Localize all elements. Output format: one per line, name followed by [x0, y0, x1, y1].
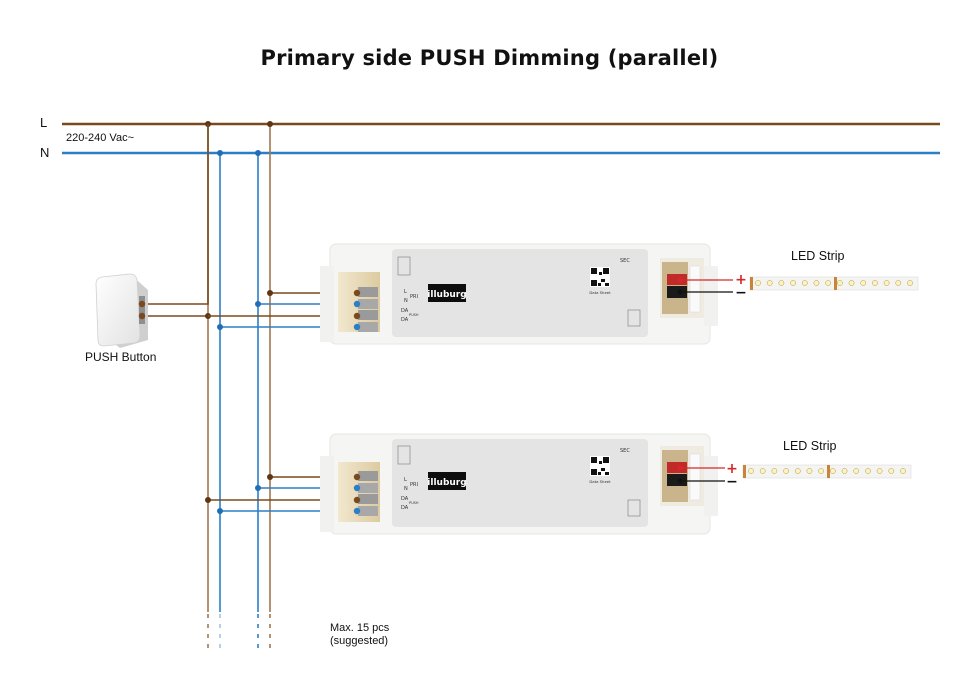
led-driver-2[interactable]: L N DA DA PRI SEC PUSH illuburg Data She…	[320, 433, 718, 535]
led-chip	[829, 468, 836, 474]
led-chip	[759, 468, 766, 474]
led-chip	[900, 468, 906, 474]
neutral-label: N	[40, 145, 50, 160]
push-diagram-label: PUSH	[409, 501, 419, 505]
push-diagram-label: PUSH	[409, 313, 419, 317]
junction-dot	[255, 150, 261, 156]
certification-mark-icon	[627, 499, 641, 517]
terminal-clamps	[358, 471, 378, 516]
led-strip-label-1: LED Strip	[791, 249, 845, 263]
certification-mark-icon	[397, 256, 411, 276]
brand-logo-text: illuburg	[427, 290, 466, 300]
output-minus-sign: −	[726, 474, 738, 490]
output-plus-sign: +	[726, 461, 738, 477]
brand-logo	[428, 472, 466, 490]
solder-pad	[834, 277, 837, 290]
output-plus-terminal	[667, 274, 687, 285]
led-chip	[748, 468, 754, 474]
junction-dot	[267, 121, 273, 127]
led-chip	[801, 280, 808, 286]
pri-terminal-label: DA	[401, 505, 409, 511]
pri-terminal-label: N	[404, 486, 408, 492]
brand-logo-text: illuburg	[427, 478, 466, 488]
voltage-label: 220-240 Vac~	[66, 132, 134, 144]
led-chip	[825, 280, 832, 286]
driver-label-panel	[392, 439, 648, 527]
max-quantity-line2: (suggested)	[330, 635, 389, 647]
brand-logo	[428, 284, 466, 302]
led-chip	[883, 280, 890, 286]
wall-push-switch-icon[interactable]	[95, 273, 148, 348]
max-quantity-note: Max. 15 pcs (suggested)	[330, 622, 389, 648]
pri-terminal-label: N	[404, 298, 408, 304]
qr-caption: Data Sheet	[589, 479, 611, 484]
led-strip-2	[742, 464, 912, 479]
certification-mark-icon	[627, 309, 641, 327]
max-quantity-line1: Max. 15 pcs	[330, 622, 390, 634]
led-chip	[907, 280, 913, 286]
driver-1-output-wires: + −	[677, 272, 747, 301]
pri-terminal-label: DA	[401, 496, 409, 502]
solder-pad	[827, 465, 830, 478]
push-feed-wire	[142, 124, 209, 305]
driver-label-panel	[392, 249, 648, 337]
diagram-title: Primary side PUSH Dimming (parallel)	[260, 46, 719, 70]
terminal-clamps	[358, 287, 378, 332]
led-chip	[888, 468, 895, 474]
output-plus-terminal	[667, 462, 687, 473]
output-minus-sign: −	[735, 285, 747, 301]
output-minus-terminal	[667, 286, 687, 298]
pri-label: PRI	[410, 482, 418, 488]
vertical-bus	[207, 124, 271, 650]
led-chip	[853, 468, 860, 474]
led-chip	[848, 280, 855, 286]
led-driver-1[interactable]: L N DA DA PRI SEC PUSH illuburg Data She…	[320, 243, 718, 345]
qr-code-icon	[590, 267, 610, 287]
qr-caption: Data Sheet	[589, 290, 611, 295]
pri-terminal-label: L	[404, 477, 407, 483]
sec-label: SEC	[620, 258, 630, 264]
pri-label: PRI	[410, 294, 418, 300]
led-chip	[865, 468, 871, 474]
led-chip	[872, 280, 878, 286]
led-strip-1	[749, 276, 919, 291]
certification-mark-icon	[397, 445, 411, 465]
led-chip	[895, 280, 902, 286]
led-strip-label-2: LED Strip	[783, 439, 837, 453]
pri-terminal-label: L	[404, 289, 407, 295]
push-button-label: PUSH Button	[85, 350, 157, 364]
driver-2-output-wires: + −	[677, 461, 738, 490]
led-chip	[771, 468, 778, 474]
qr-code-icon	[590, 456, 610, 476]
led-chip	[841, 468, 848, 474]
output-plus-sign: +	[735, 272, 747, 288]
led-chip	[766, 280, 773, 286]
led-chip	[813, 280, 820, 286]
led-chip	[783, 468, 789, 474]
led-chip	[794, 468, 801, 474]
solder-pad	[750, 277, 753, 290]
sec-label: SEC	[620, 448, 630, 454]
junction-dot	[217, 150, 223, 156]
led-chip	[876, 468, 883, 474]
led-chip	[790, 280, 796, 286]
solder-pad	[743, 465, 746, 478]
led-chip	[860, 280, 867, 286]
led-chip	[818, 468, 825, 474]
output-minus-terminal	[667, 474, 687, 486]
led-chip	[806, 468, 813, 474]
led-chip	[778, 280, 785, 286]
pri-terminal-label: DA	[401, 308, 409, 314]
led-chip	[836, 280, 843, 286]
line-label: L	[40, 115, 48, 130]
pri-terminal-label: DA	[401, 317, 409, 323]
led-chip	[755, 280, 761, 286]
